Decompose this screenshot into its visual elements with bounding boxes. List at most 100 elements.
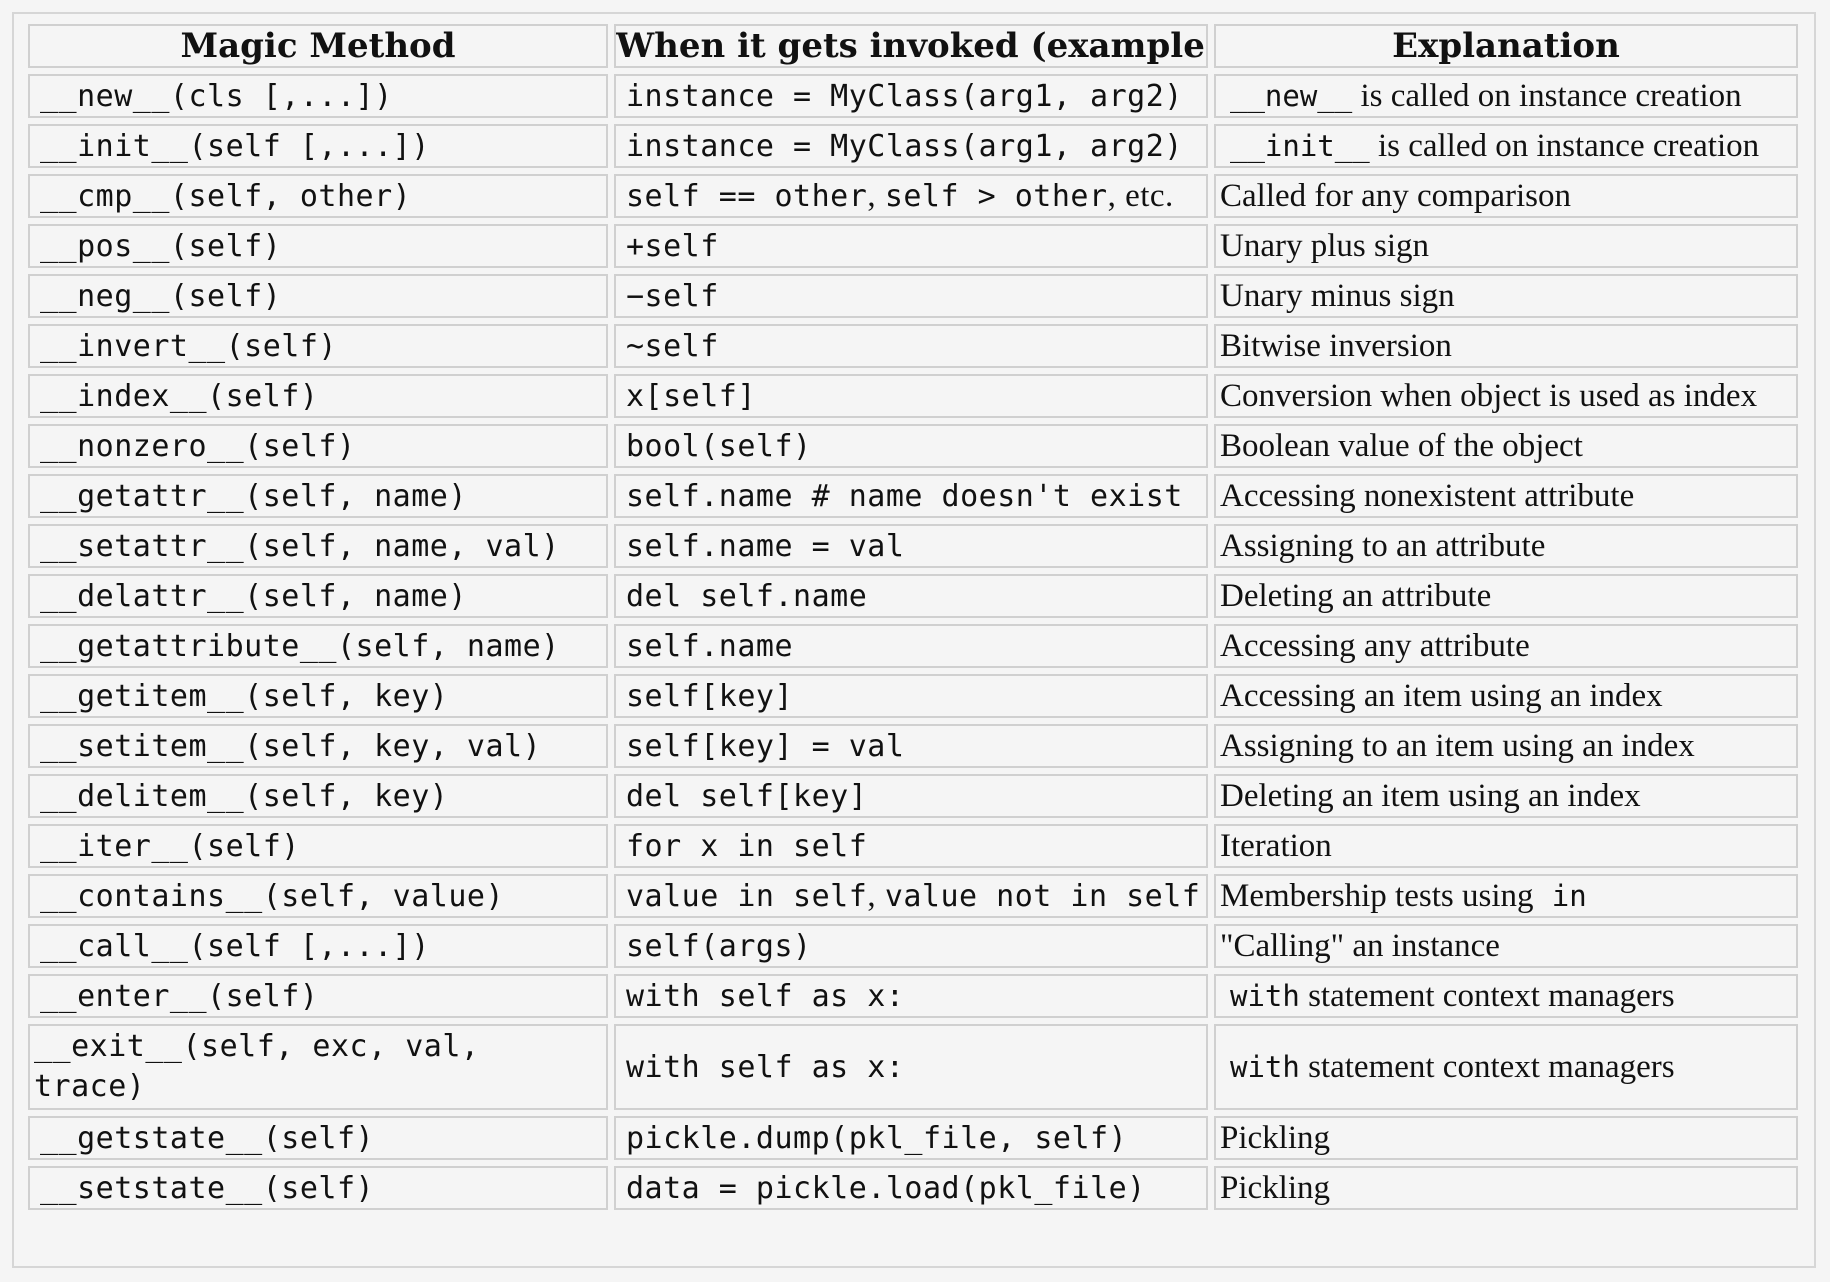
table-row: __pos__(self) +self Unary plus sign: [28, 224, 1798, 268]
table-row: __iter__(self) for x in self Iteration: [28, 824, 1798, 868]
invoked-cell: +self: [614, 224, 1208, 268]
method-cell: __contains__(self, value): [28, 874, 608, 918]
table-row: __setstate__(self) data = pickle.load(pk…: [28, 1166, 1798, 1210]
explanation-cell: Iteration: [1214, 824, 1798, 868]
explanation-cell: Unary minus sign: [1214, 274, 1798, 318]
explanation-text: statement context managers: [1299, 977, 1675, 1014]
invoked-cell: −self: [614, 274, 1208, 318]
table-row: __exit__(self, exc, val, trace) with sel…: [28, 1024, 1798, 1110]
header-magic-method: Magic Method: [28, 24, 608, 68]
invoked-cell: for x in self: [614, 824, 1208, 868]
explanation-code: __init__: [1230, 128, 1370, 163]
invoked-cell: self[key] = val: [614, 724, 1208, 768]
invoked-cell: del self.name: [614, 574, 1208, 618]
method-cell: __getattr__(self, name): [28, 474, 608, 518]
table-row: __contains__(self, value) value in self,…: [28, 874, 1798, 918]
method-cell: __neg__(self): [28, 274, 608, 318]
invoked-cell: ~self: [614, 324, 1208, 368]
invoked-cell: instance = MyClass(arg1, arg2): [614, 74, 1208, 118]
invoked-cell: self.name: [614, 624, 1208, 668]
explanation-cell: __new__ is called on instance creation: [1214, 74, 1798, 118]
table-row: __call__(self [,...]) self(args) "Callin…: [28, 924, 1798, 968]
method-cell: __call__(self [,...]): [28, 924, 608, 968]
magic-methods-table-frame: Magic Method When it gets invoked (examp…: [12, 12, 1816, 1268]
method-cell: __getitem__(self, key): [28, 674, 608, 718]
explanation-code: with: [1230, 978, 1300, 1013]
invoked-cell: data = pickle.load(pkl_file): [614, 1166, 1208, 1210]
invoked-cell: value in self, value not in self: [614, 874, 1208, 918]
invoked-suffix: , etc.: [1107, 177, 1174, 214]
explanation-cell: Deleting an item using an index: [1214, 774, 1798, 818]
explanation-code: with: [1230, 1049, 1300, 1084]
explanation-cell: Boolean value of the object: [1214, 424, 1798, 468]
explanation-code: in: [1551, 878, 1587, 913]
invoked-separator: ,: [867, 877, 885, 914]
explanation-cell: __init__ is called on instance creation: [1214, 124, 1798, 168]
table-row: __setattr__(self, name, val) self.name =…: [28, 524, 1798, 568]
table-row: __getitem__(self, key) self[key] Accessi…: [28, 674, 1798, 718]
method-cell: __init__(self [,...]): [28, 124, 608, 168]
method-cell: __iter__(self): [28, 824, 608, 868]
table-row: __delattr__(self, name) del self.name De…: [28, 574, 1798, 618]
explanation-cell: Accessing any attribute: [1214, 624, 1798, 668]
explanation-cell: Bitwise inversion: [1214, 324, 1798, 368]
invoked-cell: self == other, self > other, etc.: [614, 174, 1208, 218]
method-cell: __new__(cls [,...]): [28, 74, 608, 118]
invoked-cell: self(args): [614, 924, 1208, 968]
explanation-cell: Accessing nonexistent attribute: [1214, 474, 1798, 518]
explanation-cell: Pickling: [1214, 1166, 1798, 1210]
invoked-code: value not in self: [884, 878, 1201, 914]
invoked-cell: pickle.dump(pkl_file, self): [614, 1116, 1208, 1160]
method-cell: __exit__(self, exc, val, trace): [28, 1024, 608, 1110]
invoked-cell: instance = MyClass(arg1, arg2): [614, 124, 1208, 168]
method-cell: __getstate__(self): [28, 1116, 608, 1160]
explanation-cell: Pickling: [1214, 1116, 1798, 1160]
invoked-cell: self[key]: [614, 674, 1208, 718]
table-row: __delitem__(self, key) del self[key] Del…: [28, 774, 1798, 818]
explanation-cell: Unary plus sign: [1214, 224, 1798, 268]
method-cell: __delitem__(self, key): [28, 774, 608, 818]
table-row: __index__(self) x[self] Conversion when …: [28, 374, 1798, 418]
table-row: __nonzero__(self) bool(self) Boolean val…: [28, 424, 1798, 468]
explanation-text: statement context managers: [1299, 1048, 1675, 1085]
invoked-cell: x[self]: [614, 374, 1208, 418]
explanation-cell: with statement context managers: [1214, 974, 1798, 1018]
method-cell: __invert__(self): [28, 324, 608, 368]
invoked-cell: self.name # name doesn't exist: [614, 474, 1208, 518]
table-header-row: Magic Method When it gets invoked (examp…: [28, 24, 1798, 68]
explanation-text: is called on instance creation: [1369, 127, 1760, 164]
explanation-cell: Called for any comparison: [1214, 174, 1798, 218]
explanation-cell: with statement context managers: [1214, 1024, 1798, 1110]
explanation-cell: Membership tests using in: [1214, 874, 1798, 918]
table-row: __getstate__(self) pickle.dump(pkl_file,…: [28, 1116, 1798, 1160]
table-row: __getattr__(self, name) self.name # name…: [28, 474, 1798, 518]
explanation-cell: Assigning to an item using an index: [1214, 724, 1798, 768]
explanation-code: __new__: [1230, 78, 1353, 113]
method-cell: __cmp__(self, other): [28, 174, 608, 218]
invoked-code: value in self: [626, 878, 868, 914]
invoked-cell: bool(self): [614, 424, 1208, 468]
table-row: __cmp__(self, other) self == other, self…: [28, 174, 1798, 218]
invoked-cell: with self as x:: [614, 974, 1208, 1018]
invoked-code: self > other: [884, 178, 1108, 214]
invoked-cell: with self as x:: [614, 1024, 1208, 1110]
method-cell: __enter__(self): [28, 974, 608, 1018]
explanation-cell: Conversion when object is used as index: [1214, 374, 1798, 418]
header-when-invoked: When it gets invoked (example): [614, 24, 1208, 68]
invoked-cell: del self[key]: [614, 774, 1208, 818]
invoked-separator: ,: [867, 177, 885, 214]
method-cell: __getattribute__(self, name): [28, 624, 608, 668]
method-cell: __pos__(self): [28, 224, 608, 268]
table-row: __enter__(self) with self as x: with sta…: [28, 974, 1798, 1018]
table-row: __new__(cls [,...]) instance = MyClass(a…: [28, 74, 1798, 118]
method-cell: __index__(self): [28, 374, 608, 418]
table-row: __setitem__(self, key, val) self[key] = …: [28, 724, 1798, 768]
explanation-cell: "Calling" an instance: [1214, 924, 1798, 968]
method-cell: __setattr__(self, name, val): [28, 524, 608, 568]
table-row: __getattribute__(self, name) self.name A…: [28, 624, 1798, 668]
header-explanation: Explanation: [1214, 24, 1798, 68]
method-cell: __nonzero__(self): [28, 424, 608, 468]
explanation-cell: Assigning to an attribute: [1214, 524, 1798, 568]
table-row: __init__(self [,...]) instance = MyClass…: [28, 124, 1798, 168]
explanation-text: Membership tests using: [1220, 877, 1542, 914]
